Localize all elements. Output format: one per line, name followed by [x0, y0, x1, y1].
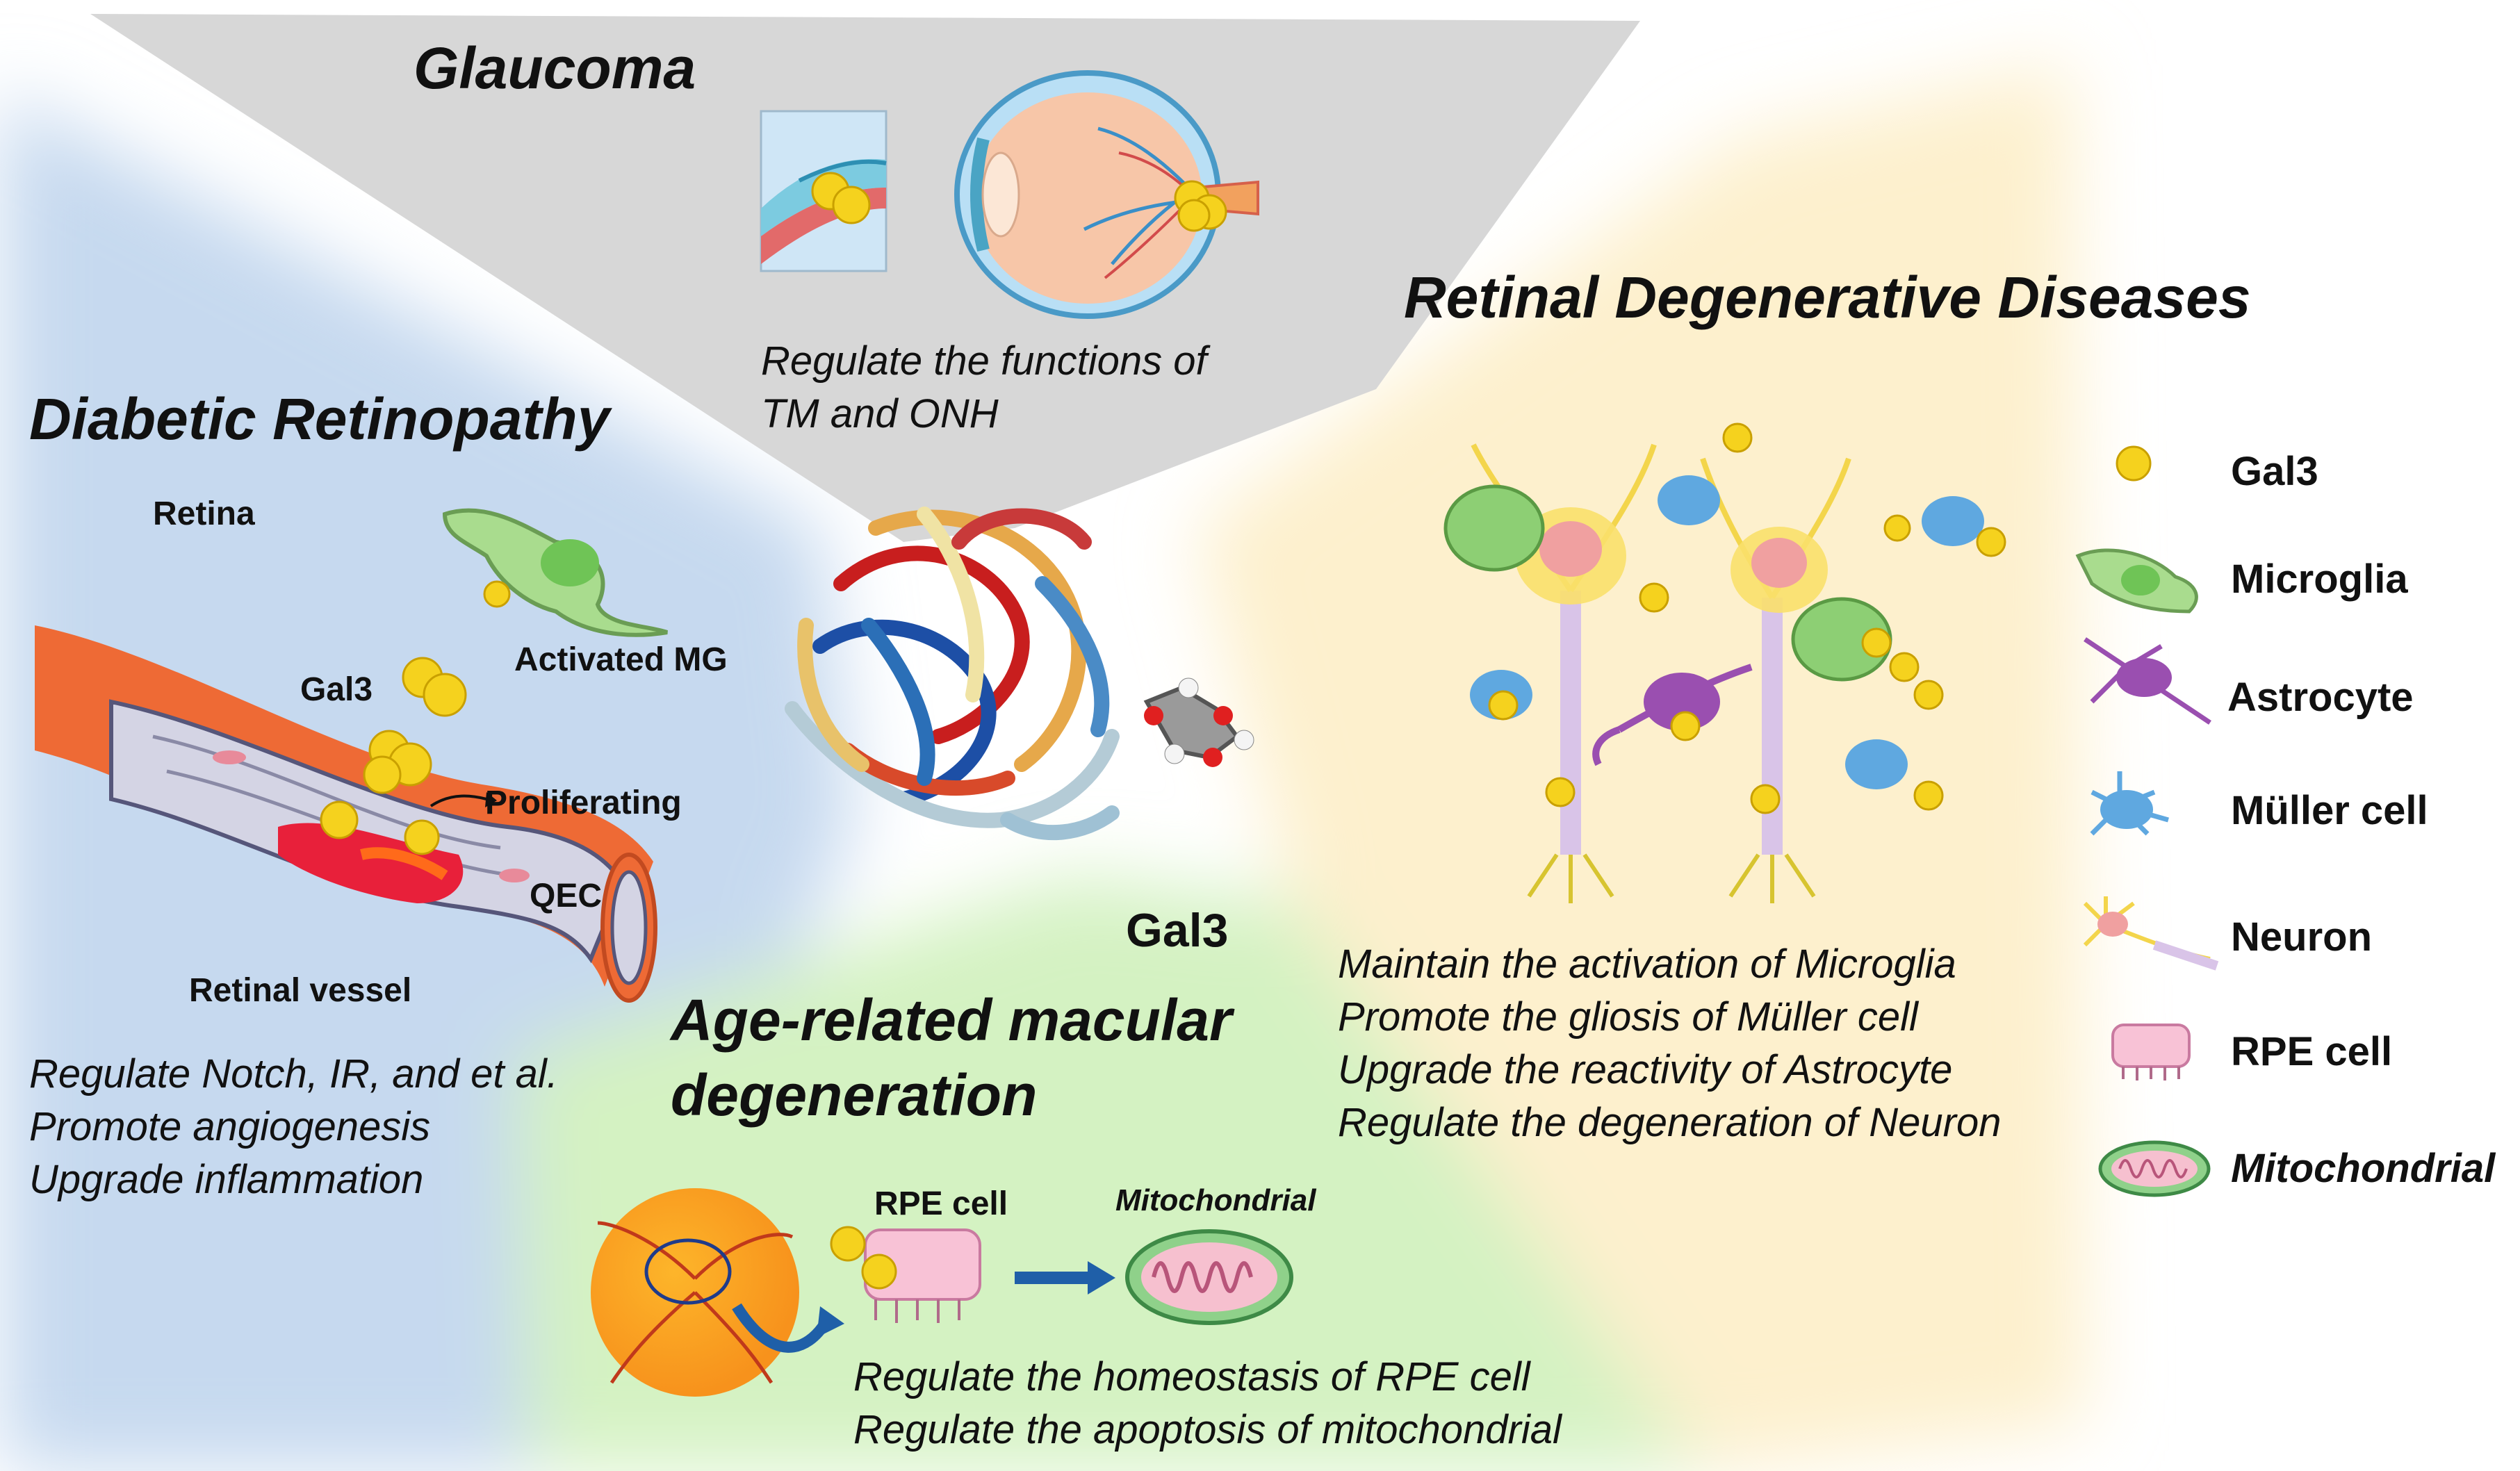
legend-mitochondrial-icon	[2098, 1140, 2211, 1197]
gal3-dot-icon	[1976, 527, 2006, 557]
gal3-dot-icon	[1639, 582, 1669, 613]
gal3-dot-icon	[861, 1254, 897, 1290]
gal3-dot-icon	[1913, 780, 1944, 811]
gal3-dot-icon	[320, 800, 359, 839]
glaucoma-desc-line1: Regulate the functions of	[761, 338, 1207, 384]
dr-desc-line2: Promote angiogenesis	[29, 1104, 431, 1149]
rdd-desc-line2: Promote the gliosis of Müller cell	[1338, 994, 1918, 1039]
glaucoma-sector-bg	[90, 14, 1640, 542]
gal3-dot-icon	[1177, 199, 1211, 232]
dr-label-gal3: Gal3	[300, 671, 373, 708]
glaucoma-eyeball-illustration	[954, 70, 1259, 319]
rdd-title: Retinal Degenerative Diseases	[1404, 265, 2251, 330]
gal3-dot-icon	[1670, 711, 1701, 741]
fundus-illustration	[591, 1188, 844, 1397]
dr-label-qec: QEC	[530, 878, 603, 914]
dr-desc-line3: Upgrade inflammation	[29, 1157, 424, 1202]
dr-desc-line1: Regulate Notch, IR, and et al.	[29, 1051, 558, 1096]
center-gal3-label: Gal3	[1126, 904, 1229, 957]
amd-label-mitochondrial: Mitochondrial	[1115, 1183, 1316, 1217]
legend-label-rpe-cell: RPE cell	[2231, 1029, 2393, 1074]
gal3-protein-structure-illustration	[785, 507, 1120, 841]
amd-sector-bg	[514, 876, 1703, 1471]
gal3-dot-icon	[830, 1226, 866, 1262]
bound-ligand-illustration	[1143, 677, 1254, 767]
gal3-dot-icon	[363, 755, 402, 794]
proliferating-arrow-icon	[429, 794, 487, 807]
dr-label-proliferating: Proliferating	[485, 784, 682, 821]
legend-gal3-dot-icon	[2116, 445, 2152, 482]
amd-desc-line1: Regulate the homeostasis of RPE cell	[853, 1354, 1530, 1399]
amd-title-line1: Age-related macular	[671, 987, 1232, 1053]
gal3-dot-icon	[1861, 627, 1892, 658]
legend-label-astrocyte: Astrocyte	[2227, 675, 2414, 720]
gal3-dot-icon	[1883, 514, 1911, 542]
gal3-dot-icon	[1889, 652, 1920, 682]
dr-label-retinal-vessel: Retinal vessel	[189, 972, 412, 1009]
legend-neuron-icon	[2083, 896, 2219, 971]
gal3-dot-icon	[1488, 690, 1519, 721]
glaucoma-title: Glaucoma	[414, 35, 696, 101]
legend-rpe-cell-icon	[2111, 1024, 2191, 1080]
legend-label-neuron: Neuron	[2231, 914, 2372, 960]
glaucoma-desc-line2: TM and ONH	[761, 391, 999, 436]
gal3-dot-icon	[1722, 422, 1753, 453]
amd-label-rpe-cell: RPE cell	[874, 1185, 1008, 1222]
mitochondrion-illustration	[1125, 1229, 1293, 1325]
amd-desc-line2: Regulate the apoptosis of mitochondrial	[853, 1407, 1562, 1452]
legend-label-microglia: Microglia	[2231, 557, 2408, 602]
gal3-dot-icon	[1545, 777, 1576, 807]
diabetic-retinopathy-title: Diabetic Retinopathy	[29, 386, 610, 452]
rdd-desc-line3: Upgrade the reactivity of Astrocyte	[1338, 1047, 1953, 1092]
gal3-dot-icon	[483, 580, 511, 608]
gal3-dots-layer	[320, 172, 2152, 1290]
proliferating-arrowhead-icon	[485, 792, 497, 807]
rdd-desc-line4: Regulate the degeneration of Neuron	[1338, 1100, 2002, 1145]
rdd-sector-bg	[1195, 63, 2085, 1471]
legend-muller-cell-icon	[2090, 771, 2169, 836]
dr-label-retina: Retina	[153, 495, 255, 532]
amd-arrow-icon	[1015, 1261, 1115, 1295]
legend-label-mitochondrial: Mitochondrial	[2231, 1146, 2496, 1191]
legend-microglia-icon	[2075, 548, 2198, 614]
legend-astrocyte-icon	[2084, 637, 2211, 725]
gal3-dot-icon	[423, 673, 467, 717]
amd-title-line2: degeneration	[671, 1062, 1038, 1128]
retinal-cell-network-illustration	[1443, 443, 1984, 903]
gal3-dot-icon	[1750, 784, 1781, 814]
gal3-dot-icon	[1913, 680, 1944, 710]
dr-label-activated-mg: Activated MG	[514, 641, 728, 678]
rdd-desc-line1: Maintain the activation of Microglia	[1338, 942, 1956, 987]
legend-label-gal3: Gal3	[2231, 449, 2318, 494]
gal3-dot-icon	[404, 819, 440, 855]
gal3-dot-icon	[832, 186, 871, 224]
activated-microglia-illustration	[442, 508, 668, 637]
legend-label-muller-cell: Müller cell	[2231, 788, 2428, 833]
